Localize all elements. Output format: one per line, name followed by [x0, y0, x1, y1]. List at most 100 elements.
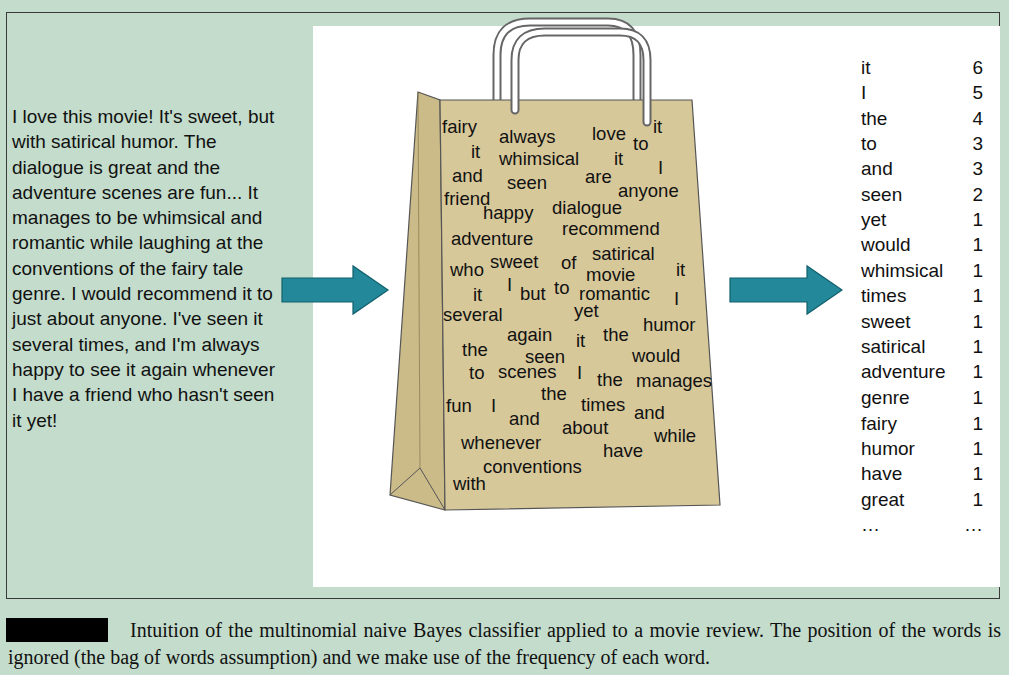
word-count: 1	[972, 414, 983, 433]
list-word: times	[861, 286, 906, 305]
list-word: genre	[861, 388, 910, 407]
bag-word: and	[634, 404, 665, 423]
word-count: 1	[972, 235, 983, 254]
figure-caption: Intuition of the multinomial naive Bayes…	[8, 617, 1001, 671]
bag-word: I	[658, 159, 663, 178]
bag-word: fun	[446, 397, 472, 416]
bag-word: but	[520, 285, 546, 304]
word-count: 1	[972, 337, 983, 356]
review-paragraph: I love this movie! It's sweet, but with …	[12, 104, 282, 433]
bag-word: happy	[483, 204, 533, 223]
list-word: whimsical	[861, 261, 943, 280]
word-count: 2	[972, 185, 983, 204]
list-word: to	[861, 134, 877, 153]
bag-word: sweet	[490, 253, 538, 272]
word-count: 1	[972, 490, 983, 509]
bag-word: humor	[643, 316, 695, 335]
list-word: humor	[861, 439, 915, 458]
word-count: 3	[972, 159, 983, 178]
bag-word: satirical	[592, 245, 655, 264]
bag-word: about	[562, 419, 608, 438]
word-count: 4	[972, 109, 983, 128]
list-word: I	[861, 83, 866, 102]
bag-word: of	[561, 254, 576, 273]
bag-word: love	[592, 125, 626, 144]
bag-word: it	[653, 118, 662, 137]
bag-word: fairy	[442, 118, 477, 137]
block-arrow	[282, 266, 388, 314]
bag-word: seen	[507, 174, 547, 193]
outer-frame	[7, 13, 1000, 599]
bag-word: to	[633, 135, 648, 154]
word-count: …	[964, 515, 983, 534]
bag-word: whimsical	[499, 150, 579, 169]
list-word: seen	[861, 185, 902, 204]
word-count: 1	[972, 388, 983, 407]
word-count: 1	[972, 464, 983, 483]
bag-word: to	[469, 364, 484, 383]
bag-word: scenes	[498, 363, 557, 382]
word-count: 1	[972, 362, 983, 381]
bag-of-words: fairyalwayslovetoititwhimsicalitIandares…	[388, 15, 730, 515]
list-word: it	[861, 58, 871, 77]
bag-word: whenever	[461, 434, 541, 453]
bag-word: several	[443, 306, 503, 325]
bag-word: to	[554, 279, 569, 298]
bag-word: and	[452, 167, 483, 186]
word-frequency-list: it6I5the4to3and3seen2yet1would1whimsical…	[842, 50, 995, 535]
bag-word: I	[507, 276, 512, 295]
bag-word: it	[676, 261, 685, 280]
bag-word: adventure	[451, 230, 533, 249]
bag-word: always	[499, 128, 556, 147]
bag-word: the	[462, 341, 488, 360]
list-word: great	[861, 490, 904, 509]
bag-word: movie	[586, 266, 635, 285]
word-count: 3	[972, 134, 983, 153]
list-word: fairy	[861, 414, 897, 433]
bag-word: it	[473, 286, 482, 305]
word-count: 1	[972, 439, 983, 458]
bag-word: romantic	[579, 285, 650, 304]
bag-word: I	[491, 397, 496, 416]
review-text: I love this movie! It's sweet, but with …	[12, 104, 282, 433]
bag-word: are	[585, 168, 612, 187]
bag-word: the	[603, 326, 629, 345]
bag-illustration	[390, 22, 720, 510]
word-count: 1	[972, 210, 983, 229]
bag-word: the	[597, 371, 623, 390]
list-word: satirical	[861, 337, 925, 356]
word-count: 1	[972, 261, 983, 280]
list-word: have	[861, 464, 902, 483]
white-panel	[313, 26, 1000, 587]
bag-word: have	[603, 442, 643, 461]
bag-word: it	[614, 150, 623, 169]
list-word: sweet	[861, 312, 911, 331]
bag-word: it	[576, 332, 585, 351]
bag-word: I	[577, 364, 582, 383]
bag-word: manages	[636, 372, 712, 391]
block-arrow	[730, 266, 842, 314]
list-word: adventure	[861, 362, 946, 381]
word-count: 1	[972, 286, 983, 305]
bag-word: it	[471, 143, 480, 162]
bag-word: and	[509, 410, 540, 429]
bag-word: again	[507, 326, 552, 345]
redaction-bar	[6, 618, 108, 642]
list-word: and	[861, 159, 893, 178]
word-count: 5	[972, 83, 983, 102]
list-word: would	[861, 235, 911, 254]
word-count: 6	[972, 58, 983, 77]
bag-word: while	[654, 427, 696, 446]
bag-word: recommend	[562, 220, 660, 239]
bag-word: dialogue	[552, 199, 622, 218]
word-count: 1	[972, 312, 983, 331]
bag-word: yet	[574, 302, 599, 321]
bag-word: who	[450, 261, 484, 280]
list-word: the	[861, 109, 887, 128]
bag-word: with	[453, 475, 486, 494]
bag-word: the	[541, 385, 567, 404]
list-word: …	[861, 515, 880, 534]
bag-word: anyone	[618, 182, 679, 201]
bag-word: would	[632, 347, 680, 366]
bag-word: conventions	[483, 458, 582, 477]
